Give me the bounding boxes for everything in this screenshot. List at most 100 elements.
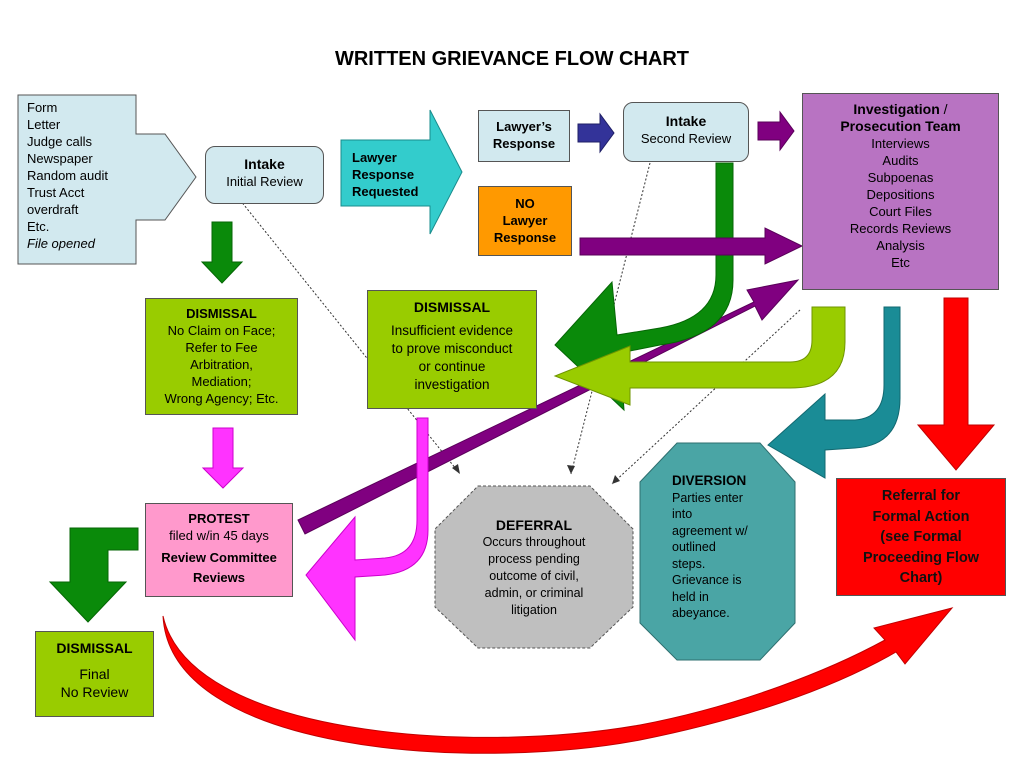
protest-title: PROTEST (188, 511, 250, 526)
sources-list: Form Letter Judge calls Newspaper Random… (27, 99, 137, 252)
investigation-title: Investigation (853, 101, 940, 117)
source-item: Letter (27, 117, 61, 132)
investigation-item: Audits (882, 153, 919, 168)
investigation-item: Subpoenas (867, 170, 934, 185)
source-item: Trust Acct (27, 185, 85, 200)
diversion-line: held in (672, 589, 709, 604)
lawyer-requested-line: Lawyer (352, 150, 397, 165)
dismissal2-line: investigation (414, 377, 490, 392)
intake2-subtitle: Second Review (640, 131, 732, 146)
dismissal2-line: to prove misconduct (391, 341, 513, 356)
intake-initial-review-box: Intake Initial Review (205, 146, 324, 204)
dismissal2-title: DISMISSAL (413, 299, 491, 315)
deferral-octagon (434, 485, 634, 649)
investigation-item: Analysis (876, 238, 925, 253)
diversion-line: outlined (672, 540, 716, 554)
chart-title: WRITTEN GRIEVANCE FLOW CHART (334, 48, 690, 70)
intake-title: Intake (244, 156, 285, 172)
lawyers-response-line: Response (492, 136, 556, 151)
green-l-arrow (48, 527, 139, 623)
dismissal1-line: Arbitration, (190, 357, 253, 372)
deferral-title: DEFERRAL (495, 517, 573, 533)
diversion-line: Grievance is (672, 573, 742, 587)
lawyers-response-line: Lawyer’s (496, 119, 552, 134)
purple-right-arrow-top (757, 110, 795, 152)
no-response-line: NO (515, 196, 535, 211)
purple-right-arrow-middle (579, 227, 804, 265)
intake-second-review-box: Intake Second Review (623, 102, 749, 162)
lawyer-requested-line: Response (352, 167, 415, 182)
diversion-line: steps. (672, 556, 706, 571)
deferral-line: admin, or criminal (484, 586, 584, 600)
lawyers-response-box: Lawyer’s Response (478, 110, 570, 162)
dismissal-final-line: No Review (60, 684, 129, 700)
investigation-item: Depositions (866, 187, 935, 202)
dismissal1-line: Mediation; (191, 374, 252, 389)
referral-line: Proceeding Flow (862, 549, 979, 566)
diversion-label: DIVERSION Parties enter into agreement w… (672, 473, 782, 622)
diversion-line: into (672, 507, 693, 521)
deferral-label: DEFERRAL Occurs throughout process pendi… (448, 516, 620, 619)
dismissal-insufficient-evidence-box: DISMISSAL Insufficient evidence to prove… (367, 290, 537, 409)
no-lawyer-response-box: NO Lawyer Response (478, 186, 572, 256)
investigation-box: Investigation / Prosecution Team Intervi… (802, 93, 999, 290)
no-response-line: Response (493, 230, 557, 245)
referral-line: (see Formal (880, 529, 962, 545)
source-item: Newspaper (27, 151, 93, 166)
dismissal1-line: Wrong Agency; Etc. (164, 391, 279, 406)
diversion-line: agreement w/ (672, 523, 748, 538)
dismissal1-line: Refer to Fee (185, 340, 258, 355)
dismissal-final-box: DISMISSAL Final No Review (35, 631, 154, 717)
investigation-title-line1: Investigation / (803, 101, 998, 118)
lawyer-requested-arrow-shape (340, 109, 463, 235)
dismissal1-title: DISMISSAL (186, 306, 257, 321)
intake-subtitle: Initial Review (226, 174, 303, 189)
dotted-arrowhead-1 (452, 464, 460, 474)
source-item: Random audit (27, 168, 108, 183)
diversion-line: abeyance. (672, 606, 730, 620)
dismissal2-line: Insufficient evidence (390, 323, 514, 338)
prosecution-title: Prosecution Team (840, 118, 961, 134)
dismissal-no-claim-box: DISMISSAL No Claim on Face; Refer to Fee… (145, 298, 298, 415)
navy-right-arrow (577, 112, 615, 154)
protest-line3: Reviews (192, 570, 246, 585)
red-down-arrow (916, 297, 996, 471)
protest-line1: filed w/in 45 days (169, 528, 269, 543)
source-item: Form (27, 100, 58, 115)
investigation-item: Records Reviews (849, 221, 952, 236)
referral-line: Formal Action (872, 508, 970, 525)
dismissal2-line: or continue (418, 359, 486, 374)
magenta-curved-arrow (305, 417, 429, 642)
lime-curved-arrow (553, 306, 846, 406)
green-down-arrow (200, 221, 244, 284)
lawyer-requested-label: Lawyer Response Requested (352, 149, 432, 200)
protest-line2: Review Committee (161, 550, 277, 565)
deferral-line: Occurs throughout (482, 535, 586, 549)
deferral-line: litigation (511, 603, 557, 617)
green-curved-arrow (554, 162, 734, 412)
investigation-item: Court Files (869, 204, 932, 219)
source-item: overdraft (27, 202, 79, 217)
source-footer: File opened (27, 236, 95, 251)
dismissal-final-title: DISMISSAL (56, 640, 133, 656)
diversion-octagon (639, 442, 796, 661)
diversion-line: Parties enter (672, 490, 743, 505)
investigation-item: Etc (891, 255, 910, 270)
diversion-title: DIVERSION (672, 473, 747, 488)
dotted-arrowhead-3 (612, 475, 620, 484)
sources-arrow-shape (17, 94, 197, 265)
dotted-connector-investigation-to-deferral (611, 309, 801, 485)
deferral-line: process pending (488, 552, 580, 566)
deferral-line: outcome of civil, (489, 569, 579, 583)
dotted-arrowhead-2 (567, 465, 575, 474)
teal-curved-arrow (767, 306, 901, 479)
magenta-down-arrow (201, 427, 245, 489)
source-item: Etc. (27, 219, 50, 234)
red-curved-arrow (162, 607, 954, 754)
intake2-title: Intake (665, 113, 707, 129)
dismissal1-line: No Claim on Face; (167, 323, 276, 338)
source-item: Judge calls (27, 134, 93, 149)
dismissal-final-line: Final (79, 666, 110, 682)
lawyer-requested-line: Requested (352, 184, 419, 199)
referral-line: Referral for (881, 488, 961, 504)
